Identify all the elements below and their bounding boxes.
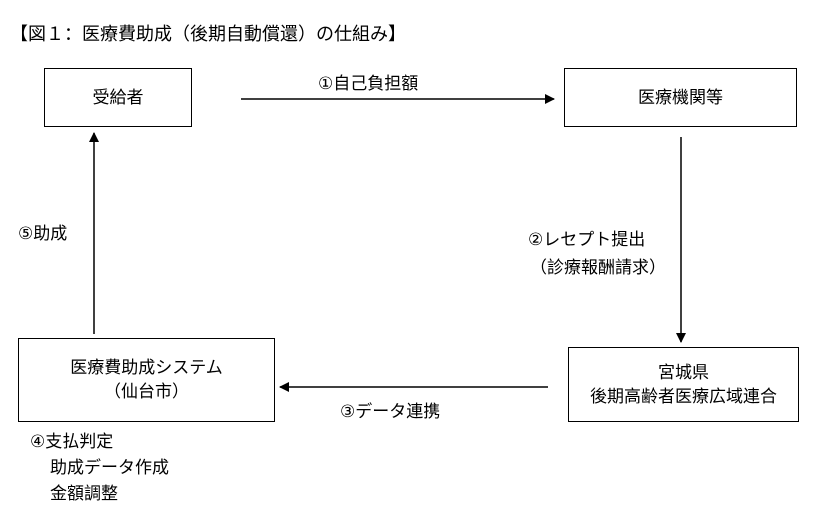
diagram-title: 【図１：医療費助成（後期自動償還）の仕組み】 — [10, 24, 406, 45]
union-prefecture-label: 宮城県 — [658, 362, 709, 383]
step4-label: ④支払判定 — [30, 432, 114, 452]
medical-institution-label: 医療機関等 — [638, 87, 723, 108]
recipient-box: 受給者 — [44, 68, 192, 127]
recipient-label: 受給者 — [92, 87, 144, 108]
subsidy-system-city-label: （仙台市） — [104, 382, 189, 402]
step2-sub-label: （診療報酬請求） — [530, 258, 666, 278]
step5-label: ⑤助成 — [18, 224, 68, 244]
medical-institution-box: 医療機関等 — [564, 68, 797, 127]
step3-label: ③データ連携 — [340, 402, 441, 422]
union-name-label: 後期高齢者医療広域連合 — [590, 386, 777, 407]
step2-label: ②レセプト提出 — [528, 230, 646, 250]
subsidy-system-box: 医療費助成システム （仙台市） — [18, 338, 275, 422]
step1-label: ①自己負担額 — [318, 74, 419, 94]
step4-item-amount-adjustment: 金額調整 — [50, 484, 118, 504]
step4-item-data-creation: 助成データ作成 — [50, 458, 169, 478]
subsidy-system-label: 医療費助成システム — [70, 358, 223, 378]
wide-area-union-box: 宮城県 後期高齢者医療広域連合 — [568, 347, 799, 422]
